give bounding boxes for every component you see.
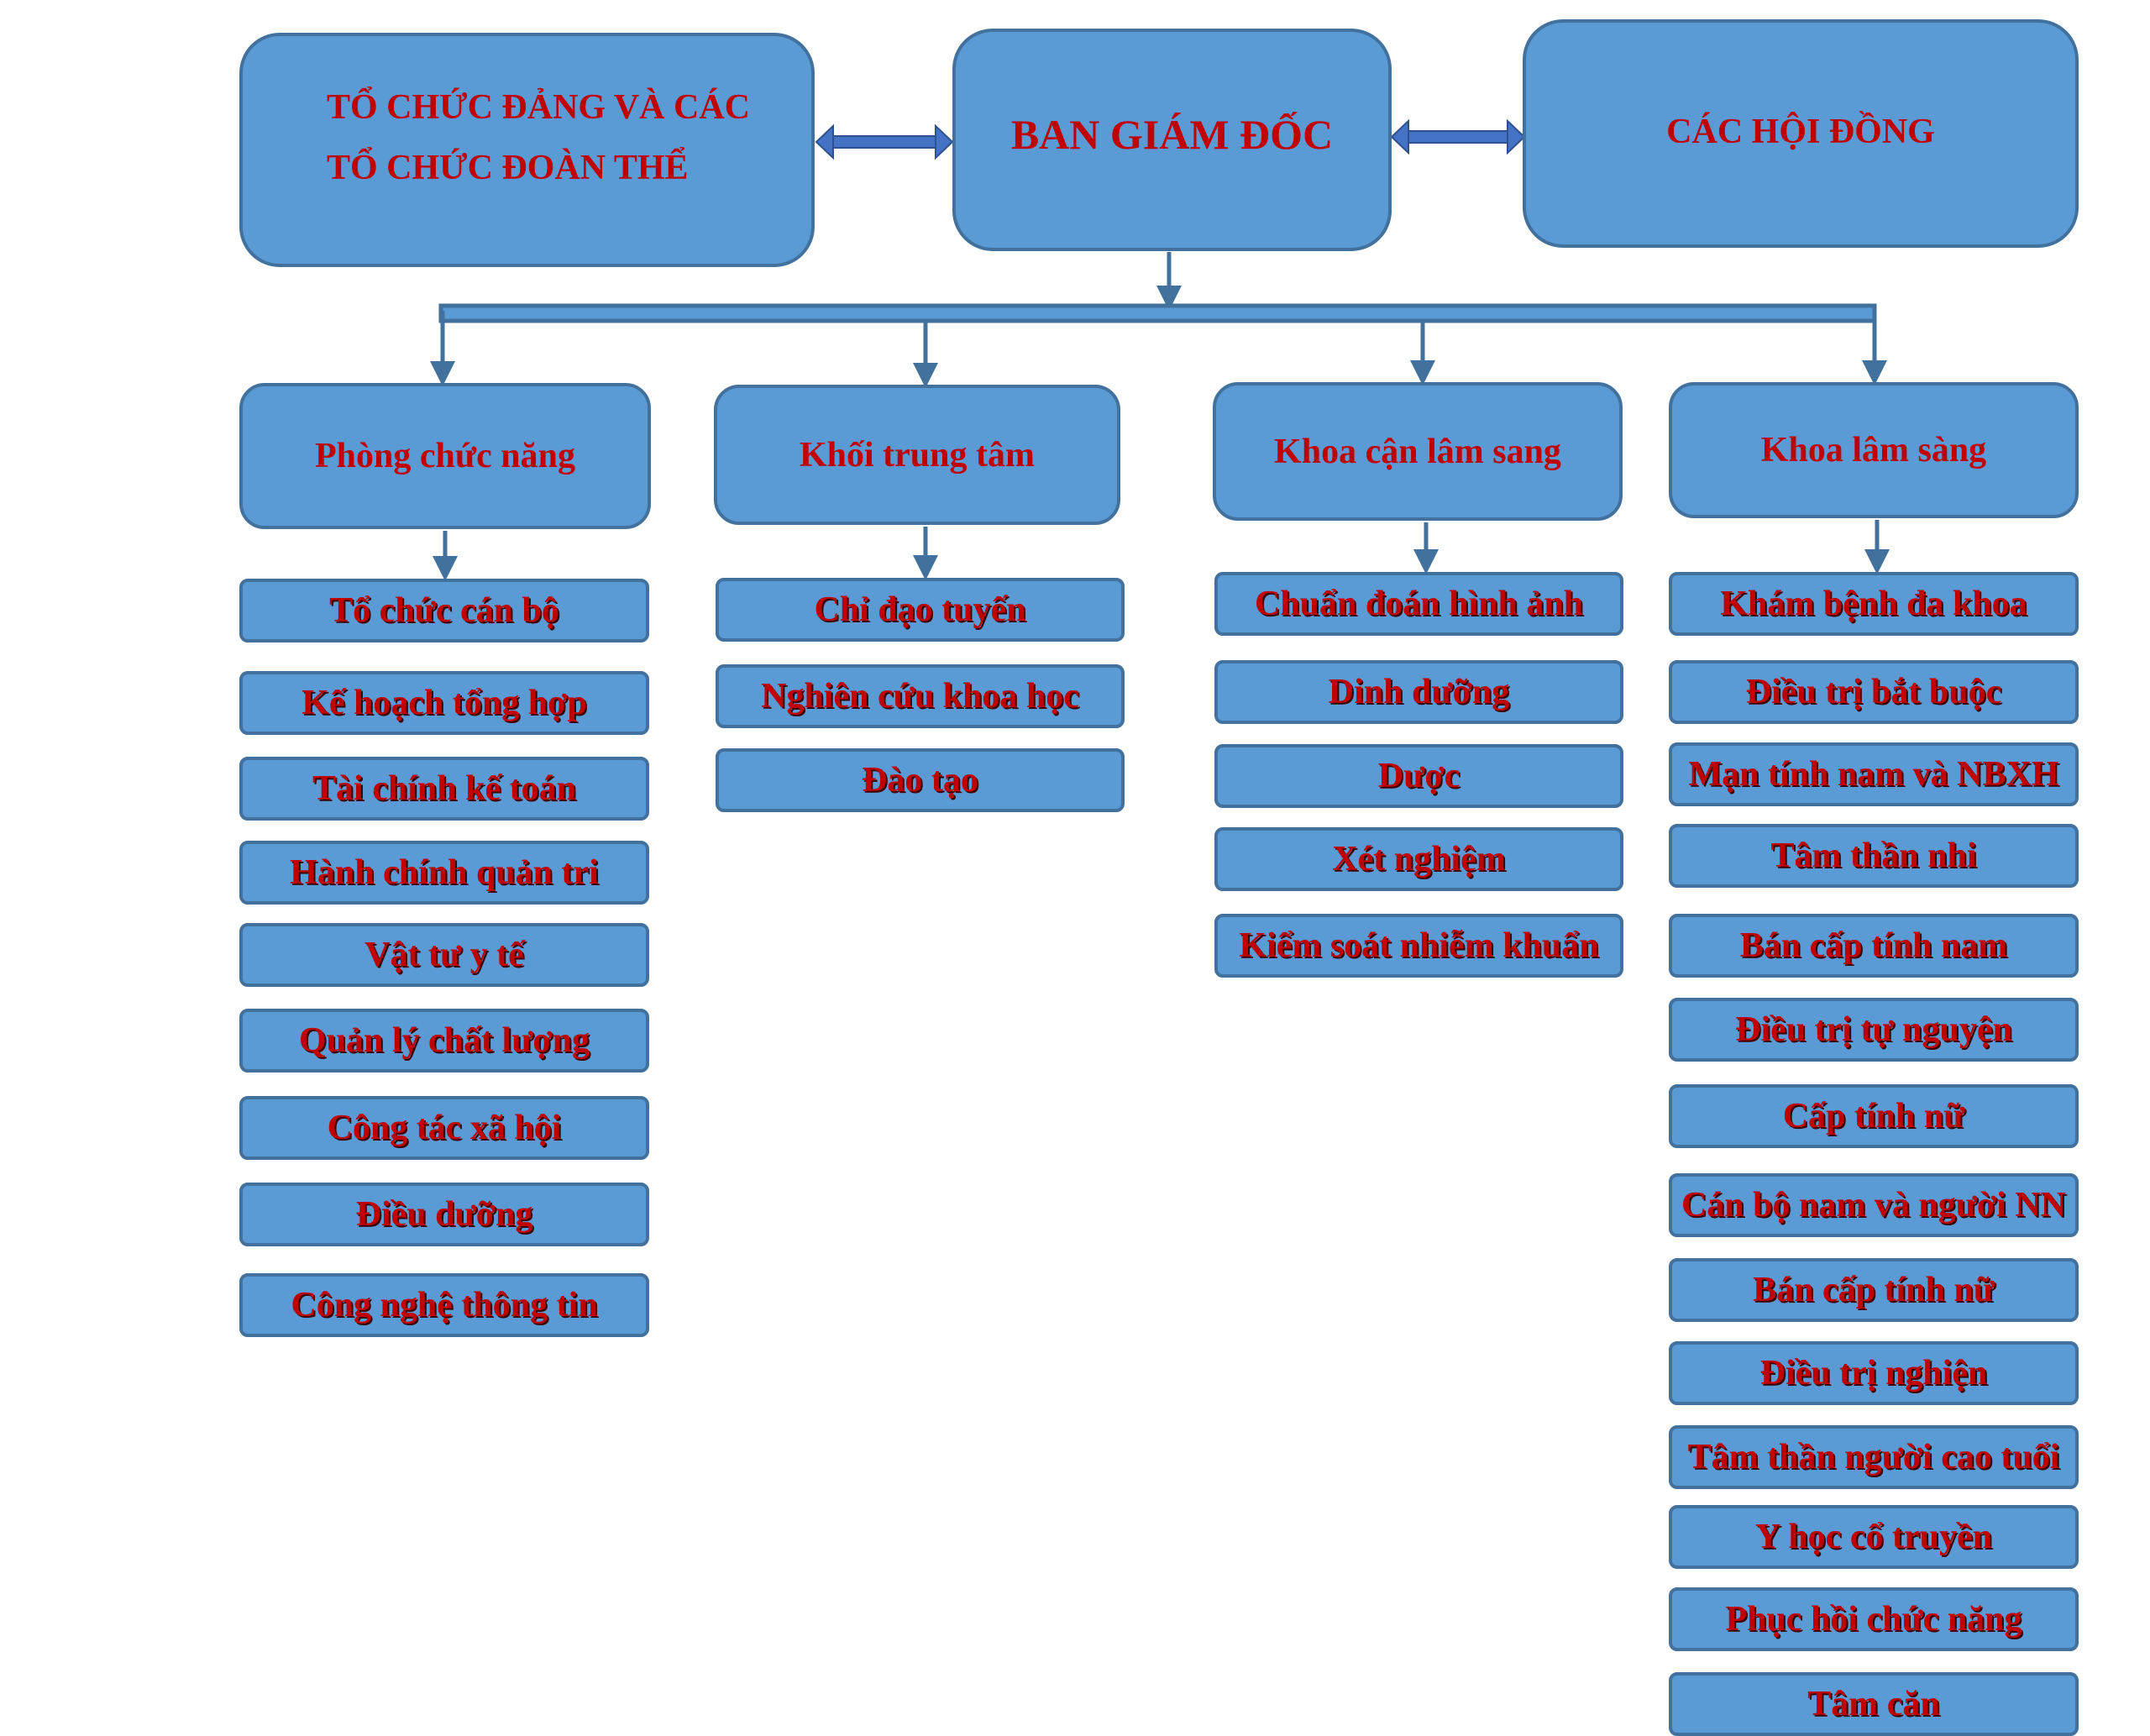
unit-box: Điều dưỡng [239,1183,649,1246]
functional-departments-box: Phòng chức năng [239,383,651,529]
unit-box: Kiểm soát nhiễm khuẩn [1214,914,1623,978]
unit-box: Chuẩn đoán hình ảnh [1214,572,1623,636]
unit-box: Khám bệnh đa khoa [1669,572,2079,636]
councils-label: CÁC HỘI ĐỒNG [1666,113,1935,151]
unit-box: Dinh dưỡng [1214,660,1623,724]
unit-label: Khám bệnh đa khoa [1720,585,2027,623]
party-organizations-box: TỔ CHỨC ĐẢNG VÀ CÁC TỔ CHỨC ĐOÀN THỂ [239,33,815,267]
unit-label: Dinh dưỡng [1328,673,1510,711]
unit-box: Công tác xã hội [239,1096,649,1160]
unit-label: Bán cấp tính nam [1739,926,2008,965]
clinical-department-box: Khoa lâm sàng [1669,382,2079,518]
unit-label: Tổ chức cán bộ [329,591,559,630]
board-of-directors-label: BAN GIÁM ĐỐC [1010,111,1334,158]
unit-box: Tâm thần nhi [1669,824,2079,888]
unit-label: Cấp tính nữ [1782,1097,1965,1135]
unit-box: Điều trị tự nguyện [1669,998,2079,1062]
unit-label: Hành chính quản tri [290,853,599,892]
paraclinical-department-label: Khoa cận lâm sang [1274,432,1561,471]
party-organizations-label: TỔ CHỨC ĐẢNG VÀ CÁC TỔ CHỨC ĐOÀN THỂ [327,87,750,187]
functional-departments-label: Phòng chức năng [315,437,575,475]
unit-box: Điều trị nghiện [1669,1341,2079,1405]
unit-label: Công nghệ thông tin [291,1286,598,1324]
unit-label: Phục hồi chức năng [1725,1600,2022,1639]
double-arrow-left [815,123,954,160]
unit-label: Điều trị tự nguyện [1735,1010,2012,1049]
tree-lines [430,252,1890,581]
unit-box: Tổ chức cán bộ [239,579,649,642]
unit-box: Bán cấp tính nam [1669,914,2079,978]
unit-label: Điều dưỡng [355,1195,533,1234]
unit-box: Quản lý chất lượng [239,1009,649,1073]
unit-label: Mạn tính nam và NBXH [1688,755,2059,794]
unit-box: Tâm thần người cao tuổi [1669,1425,2079,1489]
unit-box: Hành chính quản tri [239,841,649,905]
councils-box: CÁC HỘI ĐỒNG [1523,19,2079,248]
unit-label: Bán cấp tính nữ [1753,1271,1995,1309]
unit-box: Cấp tính nữ [1669,1084,2079,1148]
board-of-directors-box: BAN GIÁM ĐỐC [952,29,1392,251]
unit-box: Vật tư y tế [239,923,649,987]
unit-label: Công tác xã hội [327,1109,562,1147]
unit-label: Điều trị nghiện [1759,1354,1988,1392]
unit-box: Y học cổ truyền [1669,1505,2079,1569]
unit-label: Quản lý chất lượng [298,1021,590,1060]
central-block-box: Khối trung tâm [714,385,1120,525]
unit-box: Tài chính kế toán [239,757,649,821]
unit-label: Nghiên cứu khoa học [761,677,1079,716]
unit-box: Tâm căn [1669,1672,2079,1736]
unit-box: Bán cấp tính nữ [1669,1258,2079,1322]
unit-box: Cán bộ nam và người NN [1669,1173,2079,1237]
unit-label: Tâm thần người cao tuổi [1687,1438,2060,1476]
paraclinical-department-box: Khoa cận lâm sang [1213,382,1623,521]
unit-label: Dược [1377,757,1460,795]
unit-label: Tâm thần nhi [1770,837,1977,875]
unit-label: Xét nghiệm [1332,840,1506,878]
unit-box: Nghiên cứu khoa học [716,664,1125,728]
unit-box: Phục hồi chức năng [1669,1587,2079,1651]
unit-label: Tâm căn [1807,1685,1940,1723]
central-block-label: Khối trung tâm [799,435,1035,475]
unit-label: Vật tư y tế [364,936,524,974]
unit-label: Kiểm soát nhiễm khuẩn [1239,926,1599,965]
unit-box: Xét nghiệm [1214,827,1623,891]
unit-box: Kế hoạch tổng hợp [239,671,649,735]
unit-box: Mạn tính nam và NBXH [1669,742,2079,806]
unit-box: Công nghệ thông tin [239,1273,649,1337]
unit-label: Tài chính kế toán [312,769,576,808]
unit-label: Chuẩn đoán hình ảnh [1254,585,1584,623]
unit-label: Chỉ đạo tuyến [814,590,1026,629]
unit-label: Y học cổ truyền [1755,1518,1992,1556]
unit-label: Điều trị bắt buộc [1745,673,2002,711]
unit-label: Kế hoạch tổng hợp [302,684,587,722]
unit-box: Dược [1214,744,1623,808]
unit-label: Đào tạo [862,761,978,800]
clinical-department-label: Khoa lâm sàng [1760,431,1987,469]
unit-box: Điều trị bắt buộc [1669,660,2079,724]
double-arrow-right [1390,118,1526,155]
unit-label: Cán bộ nam và người NN [1681,1186,2067,1225]
unit-box: Chỉ đạo tuyến [716,578,1125,642]
unit-box: Đào tạo [716,748,1125,812]
